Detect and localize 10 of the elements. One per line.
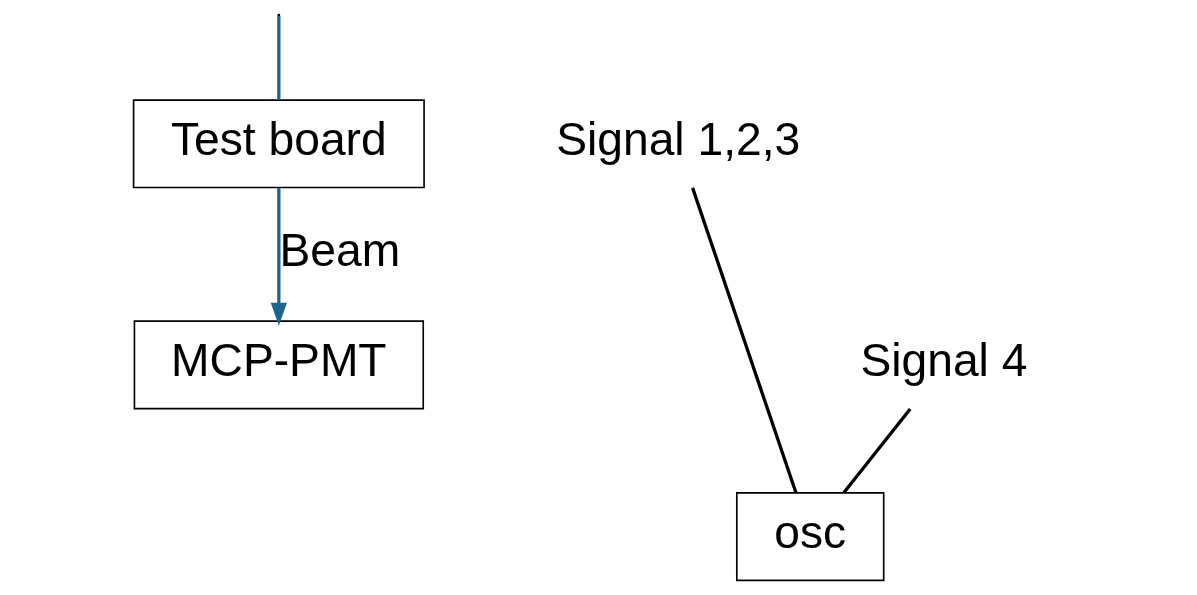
node-text: Signal 4 bbox=[859, 334, 1027, 387]
node-box: osc bbox=[735, 492, 884, 582]
node-text: Signal 1,2,3 bbox=[555, 113, 800, 166]
connector bbox=[842, 408, 911, 494]
node-box: MCP-PMT bbox=[133, 320, 424, 410]
arrow bbox=[270, 187, 287, 326]
connector bbox=[690, 187, 797, 494]
edge-label: Beam bbox=[279, 223, 400, 276]
node-box: Test board bbox=[132, 99, 425, 189]
connector bbox=[276, 16, 280, 100]
